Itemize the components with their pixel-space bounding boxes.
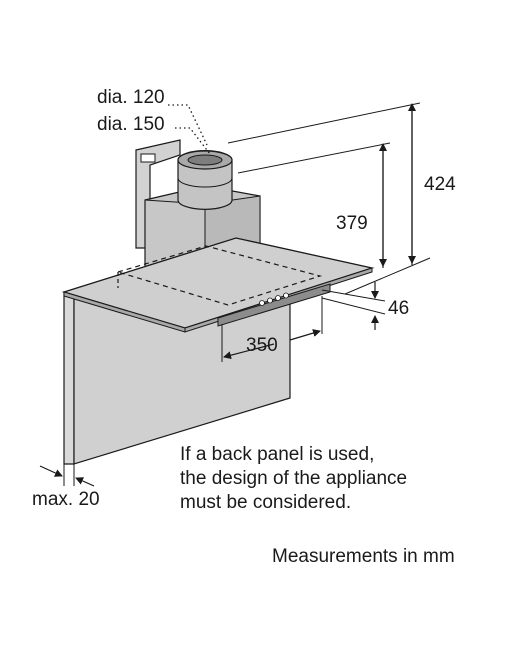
- thickness-46-label: 46: [388, 298, 410, 319]
- diameter-leaders: [168, 104, 211, 155]
- height-424-label: 424: [424, 174, 456, 195]
- dimension-max-20: [39, 464, 95, 487]
- dimension-46: [321, 282, 386, 330]
- depth-350-label: 350: [246, 335, 278, 356]
- note-line-3: must be considered.: [180, 492, 352, 513]
- dia-150-label: dia. 150: [97, 114, 165, 135]
- dimension-424: [227, 102, 431, 295]
- note-line-1: If a back panel is used,: [180, 444, 375, 465]
- exhaust-duct: [177, 150, 233, 210]
- back-panel-note: If a back panel is used, the design of t…: [180, 443, 407, 515]
- dimension-350: [221, 296, 323, 362]
- dia-120-label: dia. 120: [97, 87, 165, 108]
- note-line-2: the design of the appliance: [180, 468, 408, 489]
- dimension-379: [237, 142, 391, 268]
- height-379-label: 379: [336, 213, 368, 234]
- control-panel: [217, 283, 331, 327]
- back-gap-label: max. 20: [32, 489, 100, 510]
- measurement-units: Measurements in mm: [272, 546, 455, 567]
